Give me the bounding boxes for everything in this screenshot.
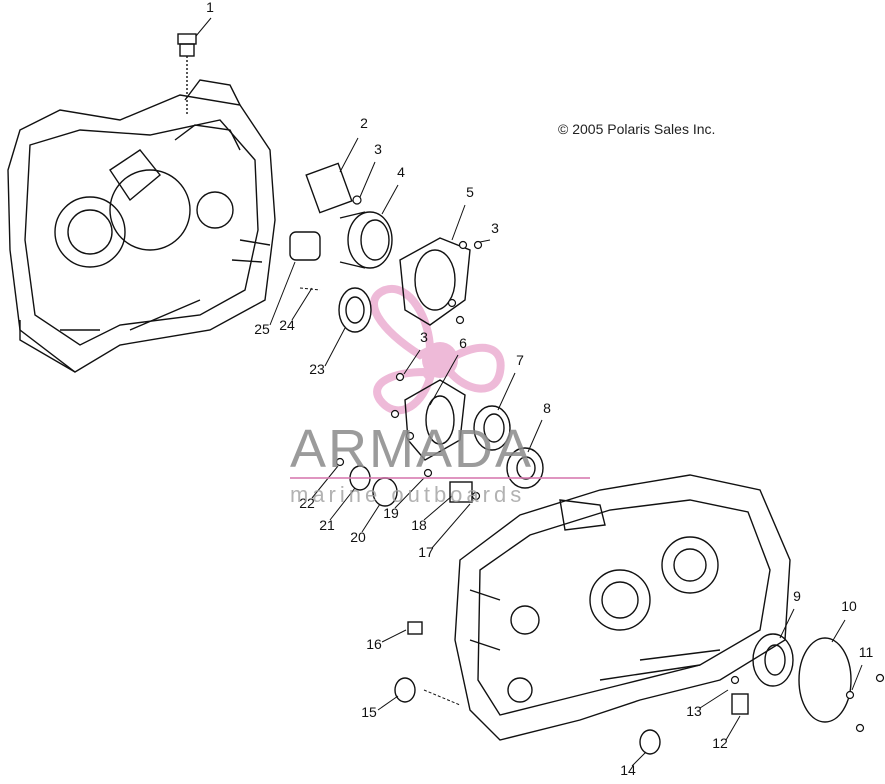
screw-parts — [335, 195, 885, 733]
callout-c11: 11 — [859, 644, 874, 660]
callout-c22: 22 — [299, 495, 315, 511]
part-18-bracket — [449, 481, 473, 503]
callout-c5: 5 — [466, 184, 474, 200]
part-1-breather-plug — [177, 33, 197, 115]
part-4-bearing — [347, 211, 393, 269]
callout-c8: 8 — [543, 400, 551, 416]
part-6-plate — [404, 379, 466, 461]
part-2-gasket — [305, 162, 353, 214]
watermark-brand: ARMADA — [290, 419, 534, 479]
callout-c18: 18 — [411, 517, 427, 533]
watermark-tagline: marine outboards — [290, 482, 526, 507]
callout-c15: 15 — [361, 704, 377, 720]
callout-c21: 21 — [319, 517, 335, 533]
part-16-pin — [407, 621, 423, 635]
callout-c6: 6 — [459, 335, 467, 351]
callout-c3c: 3 — [420, 329, 428, 345]
callout-c20: 20 — [350, 529, 366, 545]
leader-lines — [195, 17, 863, 767]
part-12-fitting — [731, 693, 749, 715]
bearing-parts — [289, 162, 852, 755]
watermark-divider — [290, 477, 590, 479]
left-crankcase — [7, 79, 276, 373]
part-15-seal — [394, 677, 416, 703]
callout-c9: 9 — [793, 588, 801, 604]
callout-c17: 17 — [418, 544, 434, 560]
callout-c2: 2 — [360, 115, 368, 131]
callout-c10: 10 — [841, 598, 857, 614]
callout-c13: 13 — [686, 703, 702, 719]
copyright-notice: © 2005 Polaris Sales Inc. — [558, 121, 716, 137]
part-23-bearing — [338, 287, 372, 333]
callout-c7: 7 — [516, 352, 524, 368]
callout-c23: 23 — [309, 361, 325, 377]
callout-c25: 25 — [254, 321, 270, 337]
callout-c3b: 3 — [491, 220, 499, 236]
part-9-bearing — [752, 633, 794, 687]
part-25-bushing — [289, 231, 321, 261]
callout-c14: 14 — [620, 762, 636, 778]
callout-c16: 16 — [366, 636, 382, 652]
callout-c19: 19 — [383, 505, 399, 521]
callout-c12: 12 — [712, 735, 728, 751]
part-14-seal — [639, 729, 661, 755]
callout-c1: 1 — [206, 0, 214, 15]
part-10-cover — [798, 637, 852, 723]
callout-c3a: 3 — [374, 141, 382, 157]
callout-c4: 4 — [397, 164, 405, 180]
right-crankcase — [454, 474, 791, 741]
part-8-seal — [506, 447, 544, 489]
part-5-plate — [399, 237, 471, 326]
part-7-bearing — [473, 405, 511, 451]
callout-c24: 24 — [279, 317, 295, 333]
watermark-propeller-icon — [370, 284, 505, 415]
